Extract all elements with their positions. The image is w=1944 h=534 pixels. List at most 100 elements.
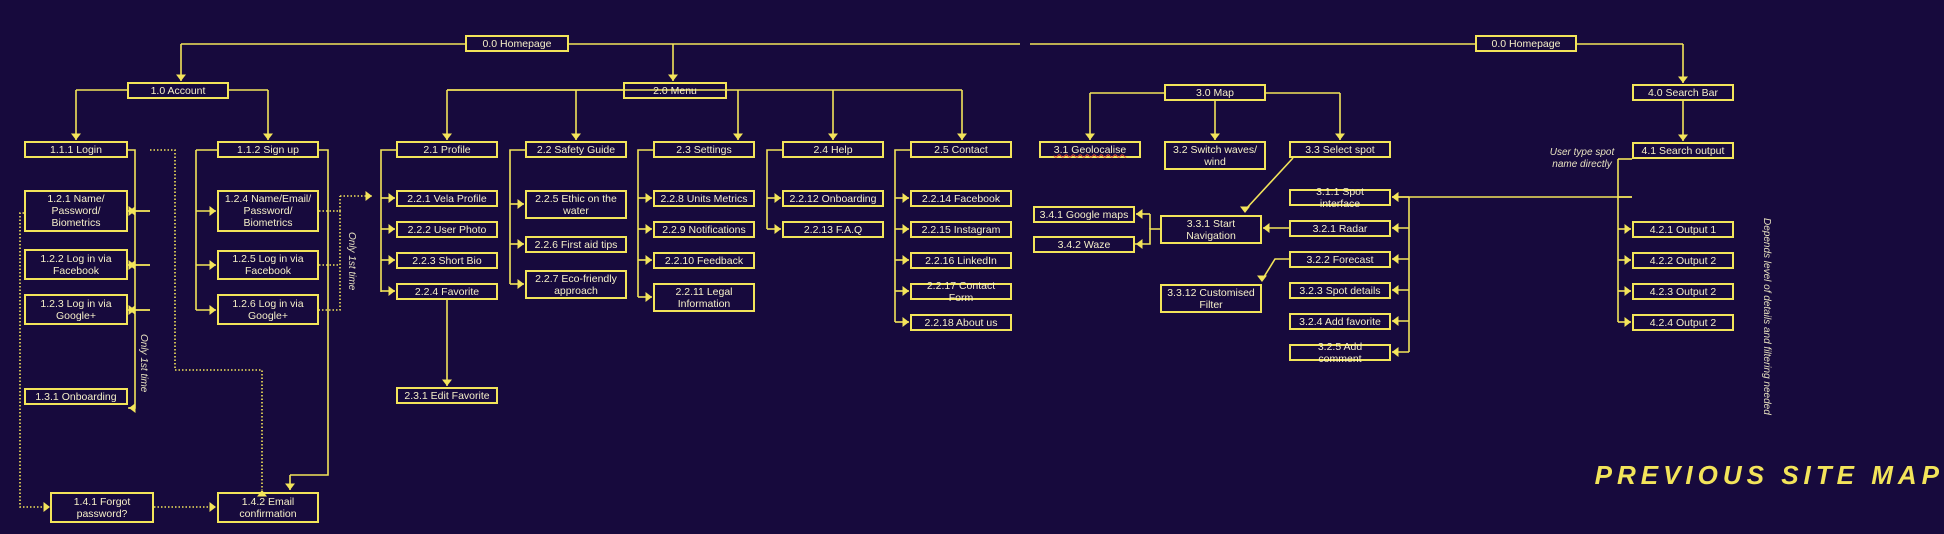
select-spot-node: 3.3 Select spot (1289, 141, 1391, 158)
arrowhead-104 (902, 286, 909, 296)
arrowhead-133 (1392, 223, 1399, 233)
arrowhead-66 (388, 193, 395, 203)
eco-friendly-node: 2.2.7 Eco-friendly approach (525, 270, 627, 299)
arrowhead-126 (1136, 209, 1143, 219)
connector-120 (1244, 157, 1294, 211)
arrowhead-84 (645, 193, 652, 203)
depends-level-note: Depends level of details and filtering n… (1761, 218, 1772, 415)
connector-75 (509, 149, 525, 284)
profile-node: 2.1 Profile (396, 141, 498, 158)
arrowhead-95 (774, 224, 781, 234)
arrowhead-37 (209, 260, 216, 270)
arrowhead-79 (517, 239, 524, 249)
arrowhead-61 (828, 133, 838, 140)
arrowhead-59 (733, 133, 743, 140)
about-us-node: 2.2.18 About us (910, 314, 1012, 331)
arrowhead-39 (209, 305, 216, 315)
connector-82 (637, 149, 653, 297)
only-first-time-note-1: Only 1st time (138, 333, 149, 393)
settings-node: 2.3 Settings (653, 141, 755, 158)
spot-interface-node: 3.1.1 Spot interface (1289, 186, 1391, 210)
arrowhead-14 (129, 403, 136, 413)
output-2-node: 4.2.2 Output 2 (1632, 252, 1734, 269)
arrowhead-139 (1392, 316, 1399, 326)
switch-waves-wind-node: 3.2 Switch waves/ wind (1164, 141, 1266, 170)
arrowhead-116 (1210, 133, 1220, 140)
arrowhead-98 (902, 193, 909, 203)
arrowhead-63 (957, 133, 967, 140)
arrowhead-81 (517, 279, 524, 289)
arrowhead-114 (1085, 133, 1095, 140)
output-1-node: 4.2.1 Output 1 (1632, 221, 1734, 238)
arrowhead-35 (209, 206, 216, 216)
homepage-node-right: 0.0 Homepage (1475, 35, 1577, 52)
arrowhead-86 (645, 224, 652, 234)
arrowhead-8 (71, 133, 81, 140)
onboarding-node: 1.3.1 Onboarding (24, 388, 128, 405)
only-first-time-note-2: Only 1st time (346, 231, 357, 291)
vela-profile-node: 2.2.1 Vela Profile (396, 190, 498, 207)
login-node: 1.1.1 Login (24, 141, 128, 158)
first-aid-node: 2.2.6 First aid tips (525, 236, 627, 253)
arrowhead-51 (285, 483, 295, 490)
notifications-node: 2.2.9 Notifications (653, 221, 755, 238)
connector-127 (1261, 258, 1289, 281)
arrowhead-110 (1678, 76, 1688, 83)
homepage-node-left: 0.0 Homepage (465, 35, 569, 52)
arrowhead-93 (774, 193, 781, 203)
arrowhead-151 (1624, 224, 1631, 234)
arrowhead-135 (1392, 254, 1399, 264)
contact-facebook-node: 2.2.14 Facebook (910, 190, 1012, 207)
spot-details-node: 3.2.3 Spot details (1289, 282, 1391, 299)
connector-96 (894, 149, 910, 322)
arrowhead-57 (571, 133, 581, 140)
contact-linkedin-node: 2.2.16 LinkedIn (910, 252, 1012, 269)
forecast-node: 3.2.2 Forecast (1289, 251, 1391, 268)
arrowhead-155 (1624, 286, 1631, 296)
signup-facebook-node: 1.2.5 Log in via Facebook (217, 250, 319, 280)
signup-node: 1.1.2 Sign up (217, 141, 319, 158)
arrowhead-143 (1263, 223, 1270, 233)
add-comment-node: 3.2.5 Add comment (1289, 341, 1391, 365)
geolocalise-node: 3.1 Geolocalise (1039, 141, 1141, 158)
customised-filter-node: 3.3.12 Customised Filter (1160, 284, 1262, 313)
connector-30 (150, 149, 263, 490)
arrowhead-88 (645, 255, 652, 265)
account-node: 1.0 Account (127, 82, 229, 99)
edit-favorite-node: 2.3.1 Edit Favorite (396, 387, 498, 404)
arrowhead-119 (1335, 133, 1345, 140)
arrowhead-68 (388, 224, 395, 234)
user-photo-node: 2.2.2 User Photo (396, 221, 498, 238)
menu-node: 2.0 Menu (623, 82, 727, 99)
start-navigation-node: 3.3.1 Start Navigation (1160, 215, 1262, 244)
arrowhead-123 (1136, 239, 1143, 249)
units-metrics-node: 2.2.8 Units Metrics (653, 190, 755, 207)
waze-node: 3.4.2 Waze (1033, 236, 1135, 253)
arrowhead-121 (1240, 206, 1250, 213)
safety-guide-node: 2.2 Safety Guide (525, 141, 627, 158)
arrowhead-100 (902, 224, 909, 234)
forgot-password-node: 1.4.1 Forgot password? (50, 492, 154, 523)
output-4-node: 4.2.4 Output 2 (1632, 314, 1734, 331)
arrowhead-137 (1392, 285, 1399, 295)
legal-information-node: 2.2.11 Legal Information (653, 283, 755, 312)
arrowhead-128 (1257, 275, 1267, 282)
connector-49 (290, 149, 329, 476)
arrowhead-153 (1624, 255, 1631, 265)
arrowhead-22 (129, 260, 136, 270)
arrowhead-18 (129, 206, 136, 216)
connector-122 (1135, 228, 1160, 245)
arrowhead-148 (1392, 192, 1399, 202)
favorite-node: 2.2.4 Favorite (396, 283, 498, 300)
arrowhead-11 (263, 133, 273, 140)
signup-google-node: 1.2.6 Log in via Google+ (217, 294, 319, 325)
email-confirmation-node: 1.4.2 Email confirmation (217, 492, 319, 523)
login-facebook-node: 1.2.2 Log in via Facebook (24, 249, 128, 280)
arrowhead-43 (365, 191, 372, 201)
connector-91 (766, 149, 782, 229)
arrowhead-157 (1624, 317, 1631, 327)
contact-instagram-node: 2.2.15 Instagram (910, 221, 1012, 238)
arrowhead-72 (388, 286, 395, 296)
arrowhead-70 (388, 255, 395, 265)
